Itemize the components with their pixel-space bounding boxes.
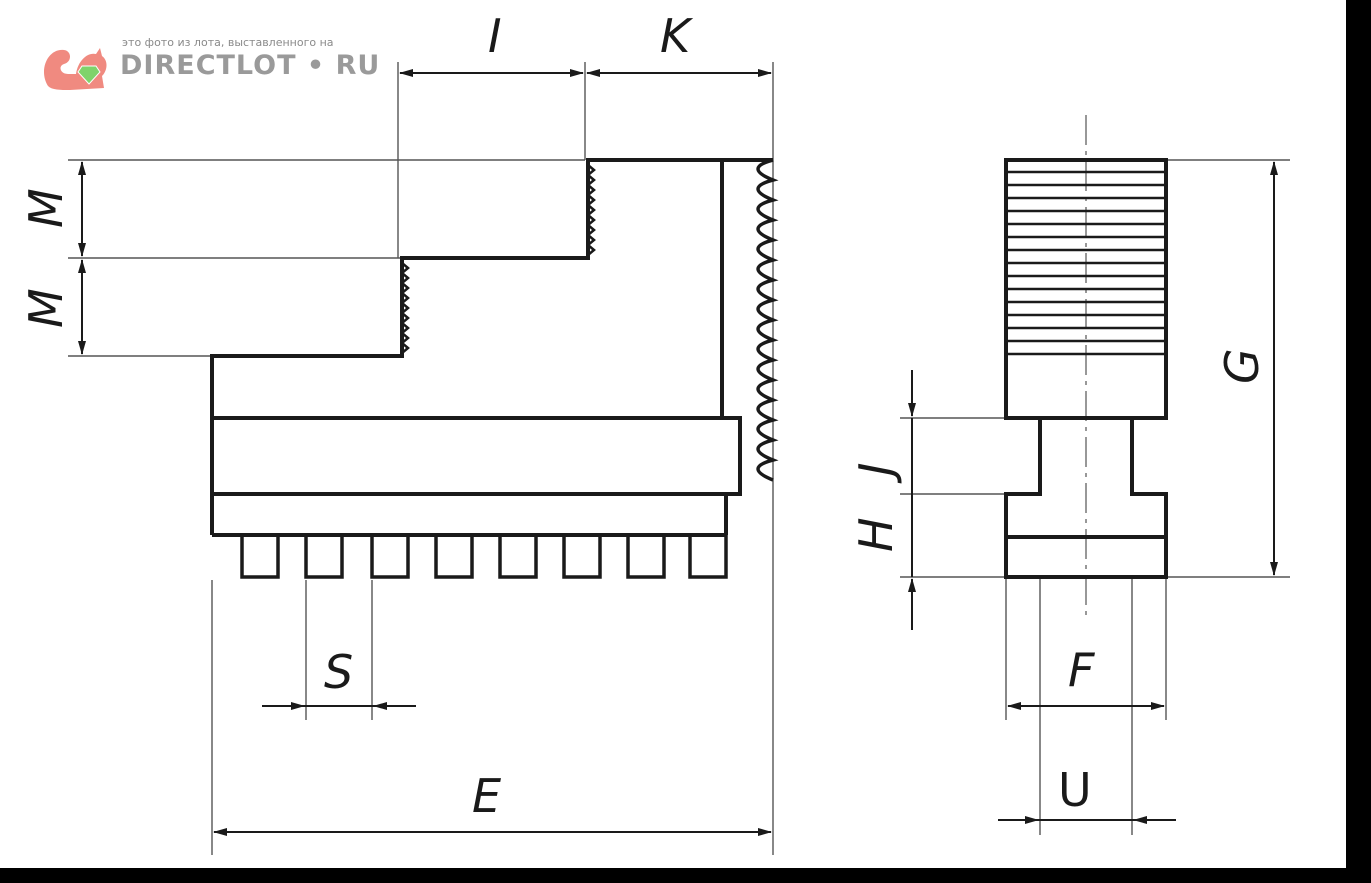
label-h: H (849, 517, 903, 552)
label-j: J (849, 462, 903, 484)
label-i: I (488, 9, 502, 63)
watermark-brand: DIRECTLOT • RU (120, 50, 381, 81)
jaw-front-view (68, 62, 779, 855)
watermark: это фото из лота, выставленного на DIREC… (42, 36, 379, 96)
label-m-top: M (19, 188, 73, 228)
label-u: U (1058, 763, 1092, 817)
technical-drawing: I K M M S E G J H F U (19, 9, 1290, 855)
label-m-bottom: M (19, 288, 73, 328)
label-e: E (472, 769, 501, 823)
label-s: S (324, 645, 353, 699)
label-k: K (660, 9, 694, 63)
label-f: F (1068, 643, 1095, 697)
label-g: G (1215, 348, 1269, 384)
serration-lines (1006, 170, 1166, 356)
squirrel-icon (43, 48, 107, 90)
jaw-side-view (900, 115, 1290, 835)
drawing-sheet (0, 0, 1346, 868)
watermark-caption: это фото из лота, выставленного на (122, 36, 334, 49)
